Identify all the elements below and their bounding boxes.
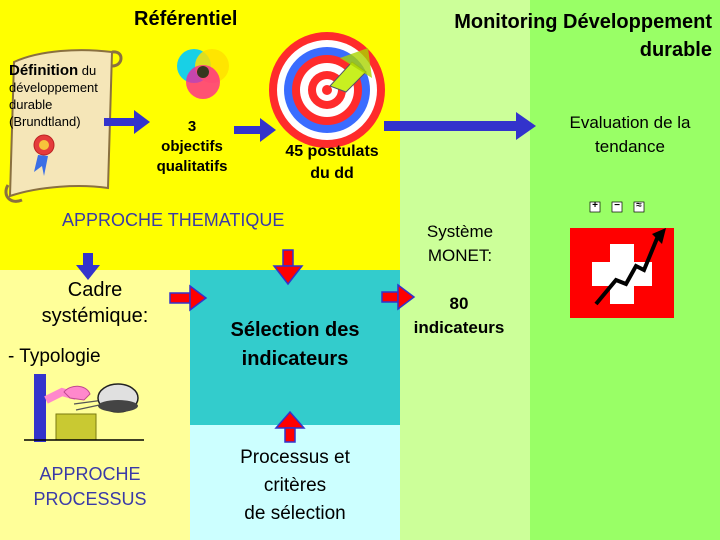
monitoring-title-line1: Monitoring Développement [454,11,712,33]
color-wheel-icon [177,49,229,99]
approche-processus-line2: PROCESSUS [33,489,147,509]
trend-symbol-approx: ≈ [636,200,642,211]
monet-line2: MONET: [427,246,493,265]
selection-line2: indicateurs [241,348,349,370]
postulats-line1: 45 postulats [285,143,379,160]
trend-symbol-plus: + [592,200,598,211]
processus-line1: Processus et [240,447,350,468]
arrow-selection-to-indicateurs [381,283,416,311]
cadre-text: Cadre systémique: [2,277,188,329]
objectifs-line2: objectifs [161,138,223,155]
approche-processus-text: APPROCHE PROCESSUS [4,462,176,512]
objectifs-text: 3 objectifs qualitatifs [140,117,244,177]
processus-panel [190,425,400,540]
definition-line4: (Brundtland) [9,114,81,129]
arrow-down-to-cadre [76,253,100,280]
swiss-trend-chart-icon [570,228,674,318]
definition-line1-rest: du [78,63,97,78]
approche-processus-line1: APPROCHE [39,464,141,484]
arrow-objectifs-to-postulats [234,118,276,142]
processus-line2: critères [263,475,327,496]
monitoring-title: Monitoring Développement durable [400,8,712,64]
cadre-line1: Cadre [67,279,123,301]
processus-text: Processus et critères de sélection [190,444,400,528]
evaluation-line1: Evaluation de la [569,113,691,132]
approche-thematique-label: APPROCHE THEMATIQUE [62,210,285,230]
monitoring-panel [400,0,530,540]
monet-text: Système MONET: [404,220,516,268]
objectifs-line3: qualitatifs [156,158,228,175]
referentiel-title: Référentiel [134,8,238,30]
evaluation-line2: tendance [595,137,665,156]
cadre-line2: systémique: [41,305,149,327]
definition-line2: développement [9,80,98,95]
processus-line3: de sélection [244,503,346,524]
selection-line1: Sélection des [230,319,360,341]
arrow-cadre-to-selection [169,284,208,312]
typology-illustration-icon [24,374,144,442]
monet-line1: Système [426,222,494,241]
postulats-line2: du dd [310,165,354,182]
cadre-panel [0,270,190,540]
indicateurs-80-text: 80 indicateurs [400,292,518,340]
selection-text: Sélection des indicateurs [190,316,400,374]
arrow-postulats-to-evaluation [384,112,536,140]
trend-symbol-minus: − [614,200,620,211]
arrow-thematique-to-selection [272,249,304,286]
objectifs-line1: 3 [187,118,197,135]
definition-line3: durable [9,97,53,112]
indicateurs-80-line1: 80 [449,294,469,313]
definition-text: Définition du développement durable (Bru… [9,62,98,130]
indicateurs-80-line2: indicateurs [413,318,505,337]
definition-line1-bold: Définition [9,62,79,79]
monitoring-title-line2: durable [639,39,712,61]
arrow-processus-to-selection [274,410,306,443]
postulats-text: 45 postulats du dd [264,141,400,185]
evaluation-text: Evaluation de la tendance [552,111,708,159]
selection-panel [190,270,400,425]
typologie-text: - Typologie [8,346,101,367]
target-icon [269,32,385,148]
arrow-scroll-to-objectifs [104,110,150,134]
